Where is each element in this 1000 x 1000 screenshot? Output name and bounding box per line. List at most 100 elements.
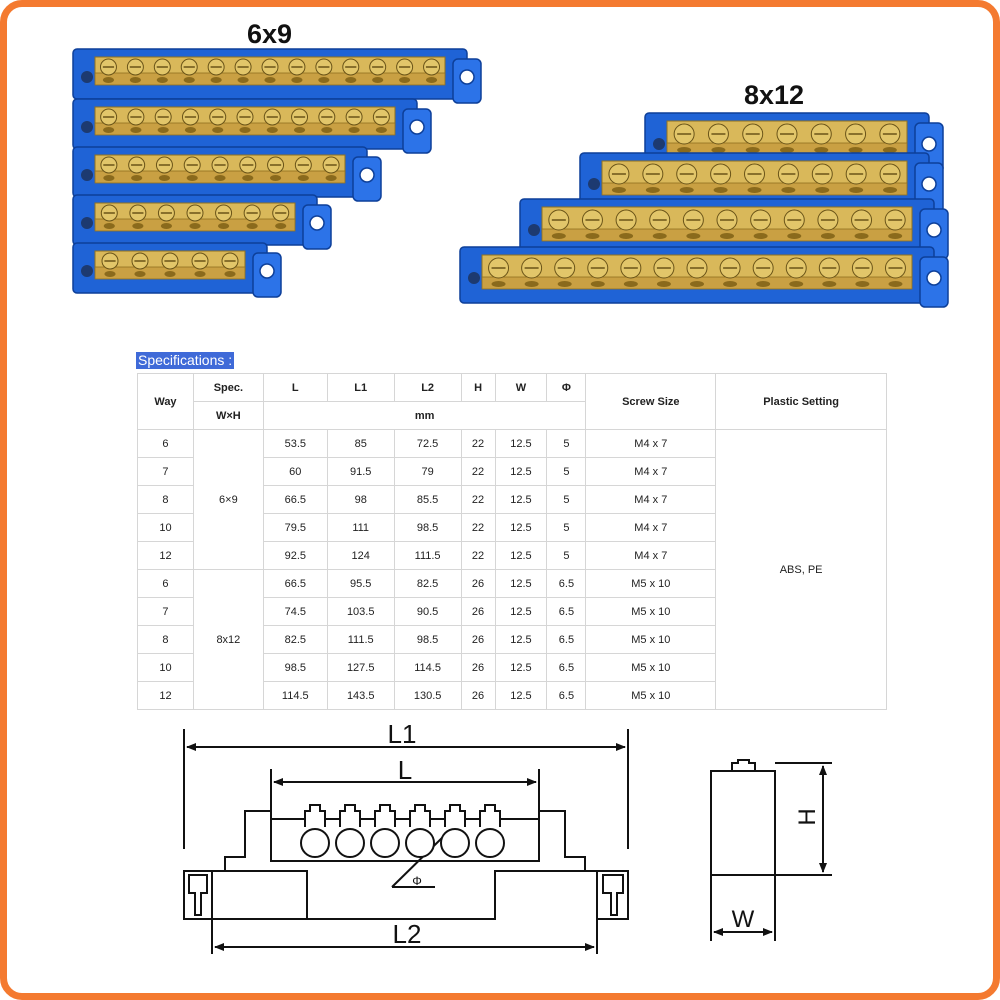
cell-phi: 6.5: [546, 625, 587, 654]
cell-l1: 111.5: [326, 625, 395, 654]
header-unit-mm: mm: [262, 401, 587, 430]
cell-l: 98.5: [262, 653, 328, 682]
cell-l: 66.5: [262, 485, 328, 514]
cell-l: 82.5: [262, 625, 328, 654]
cell-phi: 6.5: [546, 569, 587, 598]
cell-phi: 5: [546, 513, 587, 542]
header-way: Way: [137, 373, 194, 430]
cell-w: 12.5: [494, 541, 548, 570]
cell-l2: 111.5: [393, 541, 462, 570]
table-row: 12 92.5 124 111.5 22 12.5 5 M4 x 7: [137, 541, 887, 570]
cell-h: 26: [460, 653, 496, 682]
cell-l2: 85.5: [393, 485, 462, 514]
cell-l2: 79: [393, 457, 462, 486]
cell-spec-group: 6×9: [192, 429, 264, 570]
cell-l2: 72.5: [393, 429, 462, 458]
cell-way: 10: [137, 513, 194, 542]
header-screw-size: Screw Size: [585, 373, 717, 430]
terminal-bar: [519, 198, 949, 260]
cell-way: 10: [137, 653, 194, 682]
label-l2: L2: [393, 919, 422, 949]
product-photo-6x9: [72, 48, 482, 298]
cell-phi: 5: [546, 429, 587, 458]
header-wxh: W×H: [192, 401, 264, 430]
cell-l: 79.5: [262, 513, 328, 542]
terminal-bar: [72, 146, 382, 202]
cell-l1: 124: [326, 541, 395, 570]
cell-way: 7: [137, 597, 194, 626]
cell-l: 74.5: [262, 597, 328, 626]
header-l1: L1: [326, 373, 395, 402]
cell-screw: M4 x 7: [585, 513, 717, 542]
cell-phi: 6.5: [546, 681, 587, 710]
cell-spec-group: 8x12: [192, 569, 264, 710]
cell-h: 22: [460, 541, 496, 570]
cell-h: 26: [460, 625, 496, 654]
cell-way: 8: [137, 485, 194, 514]
cell-l: 114.5: [262, 681, 328, 710]
specifications-title: Specifications :: [136, 352, 235, 369]
table-row: 12 114.5 143.5 130.5 26 12.5 6.5 M5 x 10: [137, 681, 887, 710]
cell-h: 22: [460, 513, 496, 542]
cell-l: 60: [262, 457, 328, 486]
table-row: 6 8x12 66.5 95.5 82.5 26 12.5 6.5 M5 x 1…: [137, 569, 887, 710]
cell-l2: 98.5: [393, 513, 462, 542]
cell-l: 92.5: [262, 541, 328, 570]
cell-way: 8: [137, 625, 194, 654]
label-l1: L1: [388, 719, 417, 749]
cell-phi: 6.5: [546, 597, 587, 626]
cell-h: 26: [460, 681, 496, 710]
terminal-bar: [72, 98, 432, 154]
label-8x12: 8x12: [744, 80, 805, 110]
terminal-bar: [72, 194, 332, 250]
cell-w: 12.5: [494, 597, 548, 626]
cell-screw: M5 x 10: [585, 625, 717, 654]
header-h: H: [460, 373, 496, 402]
cell-phi: 6.5: [546, 653, 587, 682]
cell-h: 26: [460, 597, 496, 626]
cell-l1: 95.5: [326, 569, 395, 598]
table-row: 6 6×9 53.5 85 72.5 22 12.5 5 M4 x 7 ABS,…: [137, 429, 887, 710]
label-phi: Φ: [412, 874, 422, 888]
label-6x9: 6x9: [247, 19, 293, 49]
cell-l2: 98.5: [393, 625, 462, 654]
cell-l: 66.5: [262, 569, 328, 598]
cell-l1: 143.5: [326, 681, 395, 710]
terminal-bar: [459, 246, 949, 308]
header-l2: L2: [393, 373, 462, 402]
header-w: W: [494, 373, 548, 402]
terminal-bar: [72, 48, 482, 104]
cell-w: 12.5: [494, 457, 548, 486]
cell-l1: 85: [326, 429, 395, 458]
cell-w: 12.5: [494, 653, 548, 682]
header-l: L: [262, 373, 328, 402]
cell-l: 53.5: [262, 429, 328, 458]
header-phi: Φ: [546, 373, 587, 402]
cell-phi: 5: [546, 457, 587, 486]
dimension-drawing-side: H W: [710, 759, 832, 941]
table-row: 7 74.5 103.5 90.5 26 12.5 6.5 M5 x 10: [137, 597, 887, 626]
cell-w: 12.5: [494, 513, 548, 542]
table-row: 8 82.5 111.5 98.5 26 12.5 6.5 M5 x 10: [137, 625, 887, 654]
cell-phi: 5: [546, 541, 587, 570]
cell-screw: M5 x 10: [585, 597, 717, 626]
cell-w: 12.5: [494, 569, 548, 598]
product-photo-8x12: [459, 112, 949, 308]
cell-way: 6: [137, 429, 194, 458]
label-w: W: [732, 906, 755, 933]
cell-phi: 5: [546, 485, 587, 514]
cell-way: 12: [137, 541, 194, 570]
header-plastic-setting: Plastic Setting: [715, 373, 887, 430]
table-row: 10 79.5 111 98.5 22 12.5 5 M4 x 7: [137, 513, 887, 542]
cell-l1: 103.5: [326, 597, 395, 626]
terminal-bar: [72, 242, 282, 298]
cell-screw: M4 x 7: [585, 541, 717, 570]
cell-l1: 91.5: [326, 457, 395, 486]
label-h: H: [794, 808, 821, 825]
cell-w: 12.5: [494, 625, 548, 654]
cell-l1: 127.5: [326, 653, 395, 682]
table-row: 10 98.5 127.5 114.5 26 12.5 6.5 M5 x 10: [137, 653, 887, 682]
dimension-drawing-front: L1 L L2 Φ: [183, 719, 629, 954]
cell-way: 6: [137, 569, 194, 598]
cell-screw: M4 x 7: [585, 485, 717, 514]
